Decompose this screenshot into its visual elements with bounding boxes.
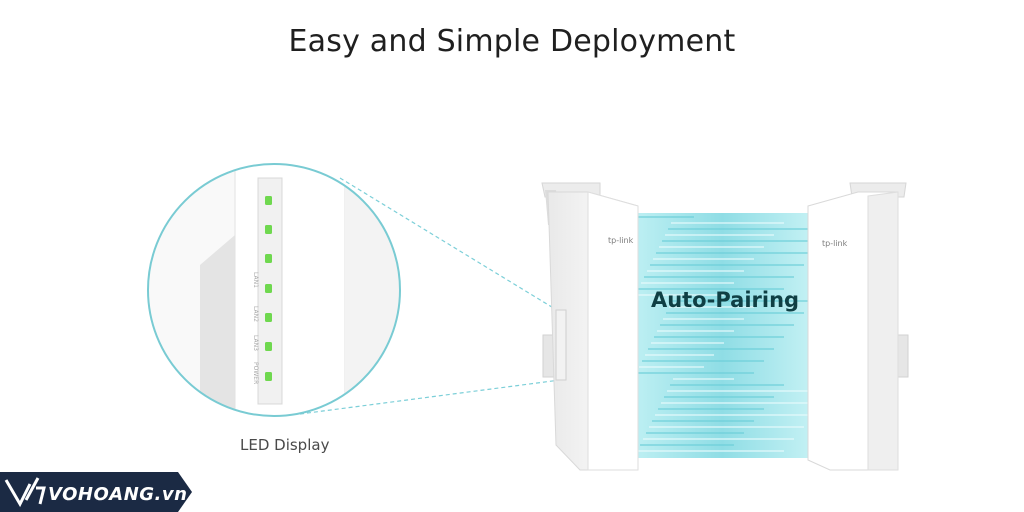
beam-streak [654, 336, 784, 338]
beam-streak [667, 390, 812, 392]
beam-streak [659, 246, 764, 248]
beam-streak [647, 270, 744, 272]
beam-streak [635, 294, 724, 296]
led-label-lan2: LAN2 [252, 306, 259, 322]
led-label-lan3: LAN3 [252, 335, 259, 351]
beam-streak [638, 288, 784, 290]
led-indicator [265, 196, 272, 205]
left-access-point [541, 182, 639, 471]
auto-pairing-beam [632, 213, 812, 458]
beam-streak [642, 360, 764, 362]
right-access-point [807, 182, 909, 471]
beam-streak [637, 450, 784, 452]
led-label-power: POWER [252, 362, 259, 384]
beam-streak [648, 348, 774, 350]
beam-streak [660, 324, 794, 326]
beam-streak [636, 372, 754, 374]
beam-streak [649, 426, 804, 428]
beam-streak [634, 216, 694, 218]
led-zoom-circle [147, 163, 401, 417]
auto-pairing-label: Auto-Pairing [650, 288, 800, 312]
beam-streak [651, 342, 724, 344]
watermark-banner [0, 472, 192, 512]
beam-streak [641, 282, 734, 284]
zoom-connector-lines [299, 177, 561, 415]
page-title: Easy and Simple Deployment [288, 24, 736, 59]
beam-streak [644, 276, 794, 278]
beam-streak [673, 378, 734, 380]
beam-streak [658, 408, 764, 410]
beam-streak [668, 228, 812, 230]
led-indicator [265, 342, 272, 351]
beam-streak [662, 240, 812, 242]
led-indicator [265, 254, 272, 263]
beam-streak [650, 264, 804, 266]
led-indicator [265, 225, 272, 234]
beam-streak [652, 420, 754, 422]
beam-streak [656, 252, 812, 254]
beam-streak [669, 306, 754, 308]
beam-streak [643, 438, 794, 440]
beam-streak [645, 354, 714, 356]
beam-streak [671, 222, 784, 224]
led-indicator [265, 372, 272, 381]
beam-streak [664, 396, 774, 398]
beam-streak [653, 258, 754, 260]
tp-link-logo-left: tp-link [608, 236, 634, 245]
led-indicator [265, 313, 272, 322]
led-indicator [265, 284, 272, 293]
beam-streak [661, 402, 812, 404]
beam-streak [672, 300, 812, 302]
led-display-caption: LED Display [240, 436, 330, 454]
beam-streak [655, 414, 812, 416]
beam-streak [665, 234, 774, 236]
beam-streak [657, 330, 734, 332]
beam-streak [670, 384, 784, 386]
beam-streak [646, 432, 744, 434]
beam-streak [666, 312, 804, 314]
beam-streak [639, 366, 704, 368]
led-labels: LAN1 LAN2 LAN3 POWER [252, 272, 259, 384]
tp-link-logo-right: tp-link [822, 239, 848, 248]
beam-streak [663, 318, 744, 320]
led-label-lan1: LAN1 [252, 272, 259, 288]
watermark-text: VOHOANG.vn [48, 484, 188, 505]
beam-streak [640, 444, 734, 446]
